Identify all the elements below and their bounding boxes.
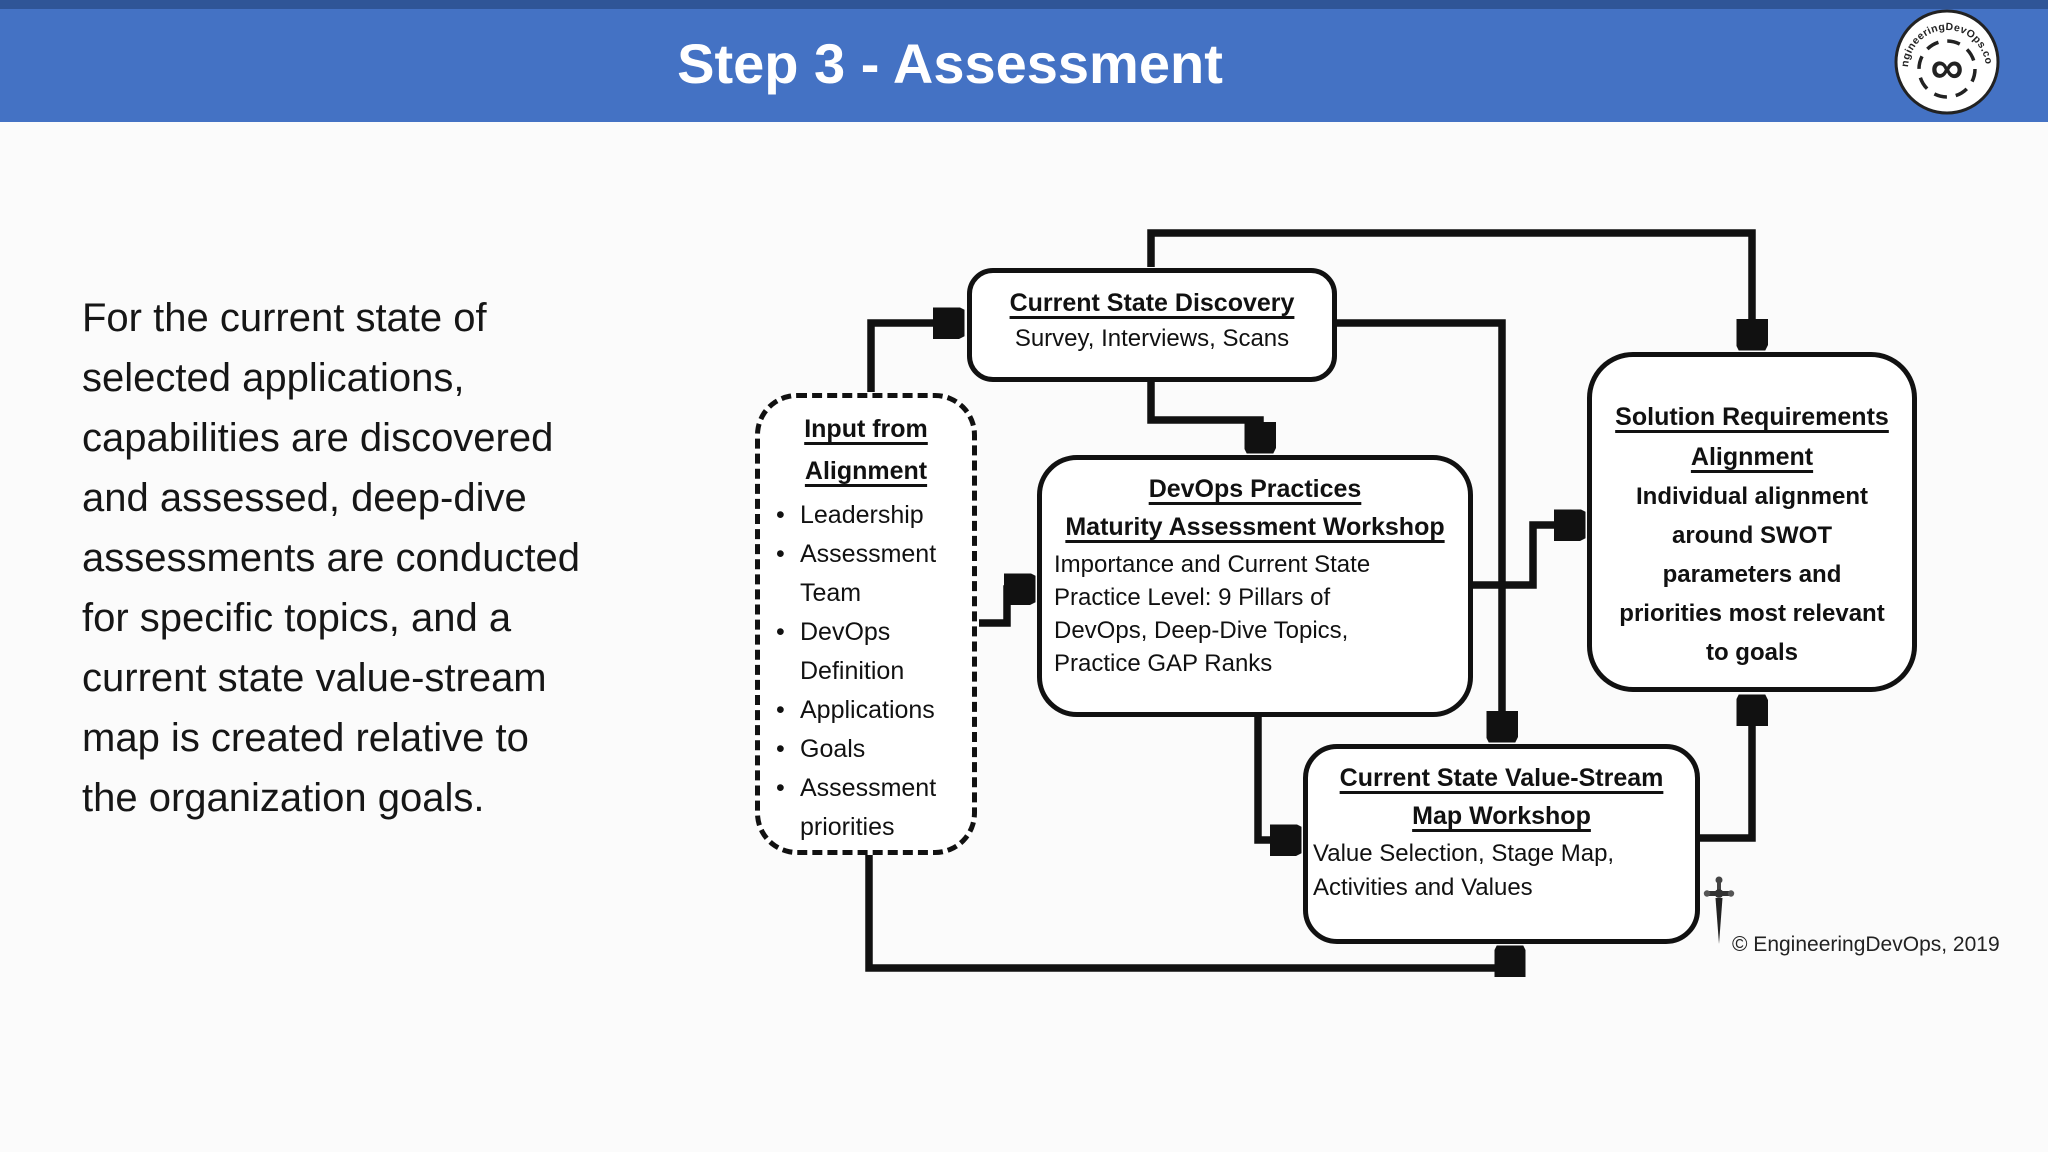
input-list-item: Assessment Team xyxy=(776,535,966,613)
discovery-box-title: Current State Discovery xyxy=(1009,289,1295,317)
arrow-input-to-vsm-bottom xyxy=(865,852,1510,968)
solution-requirements-box: Solution Requirements Alignment Individu… xyxy=(1587,352,1917,692)
header-top-stripe xyxy=(0,0,2048,9)
input-list-item: Applications xyxy=(776,691,966,730)
arrow-input-to-discovery xyxy=(867,323,952,392)
arrow-discovery-to-vsm xyxy=(1337,319,1502,730)
maturity-box-title: DevOps Practices Maturity Assessment Wor… xyxy=(1065,475,1445,541)
maturity-workshop-box: DevOps Practices Maturity Assessment Wor… xyxy=(1037,455,1473,717)
input-list-item: Goals xyxy=(776,730,966,769)
solution-box-body: Individual alignment around SWOT paramet… xyxy=(1619,483,1885,666)
logo-dashed-circle xyxy=(1917,39,1977,99)
engineeringdevops-logo: EngineeringDevOps.com ∞ xyxy=(1892,7,2000,115)
input-list-item: Assessment priorities xyxy=(776,769,966,847)
arrow-discovery-to-maturity xyxy=(1147,380,1260,441)
current-state-discovery-box: Current State Discovery Survey, Intervie… xyxy=(967,268,1337,382)
solution-box-title: Solution Requirements Alignment xyxy=(1615,403,1889,471)
vsm-box-body: Value Selection, Stage Map, Activities a… xyxy=(1313,840,1615,901)
value-stream-workshop-box: Current State Value-Stream Map Workshop … xyxy=(1303,744,1700,944)
arrow-vsm-to-solution xyxy=(1698,707,1752,842)
maturity-box-body: Importance and Current State Practice Le… xyxy=(1054,551,1371,677)
header-bar: Step 3 - Assessment EngineeringDevOps.co… xyxy=(0,0,2048,122)
input-bullet-list: LeadershipAssessment TeamDevOps Definiti… xyxy=(760,496,972,847)
logo-outer-circle xyxy=(1894,9,2000,115)
slide-title: Step 3 - Assessment xyxy=(677,32,1223,95)
sword-icon xyxy=(1703,876,1735,944)
input-list-item: DevOps Definition xyxy=(776,613,966,691)
input-from-alignment-box: Input from Alignment LeadershipAssessmen… xyxy=(755,393,977,855)
arrow-maturity-to-solution xyxy=(1471,525,1573,589)
input-list-item: Leadership xyxy=(776,496,966,535)
input-box-title: Input from Alignment xyxy=(804,415,928,485)
arrow-discovery-to-solution-top xyxy=(1147,229,1752,338)
intro-paragraph: For the current state of selected applic… xyxy=(82,296,581,820)
arrow-maturity-to-vsm xyxy=(1254,715,1289,840)
arrow-input-to-maturity xyxy=(979,589,1023,627)
discovery-box-body: Survey, Interviews, Scans xyxy=(1014,325,1290,352)
copyright-text: © EngineeringDevOps, 2019 xyxy=(1732,933,2000,956)
infinity-icon: ∞ xyxy=(1931,41,1964,93)
vsm-box-title: Current State Value-Stream Map Workshop xyxy=(1339,764,1664,830)
